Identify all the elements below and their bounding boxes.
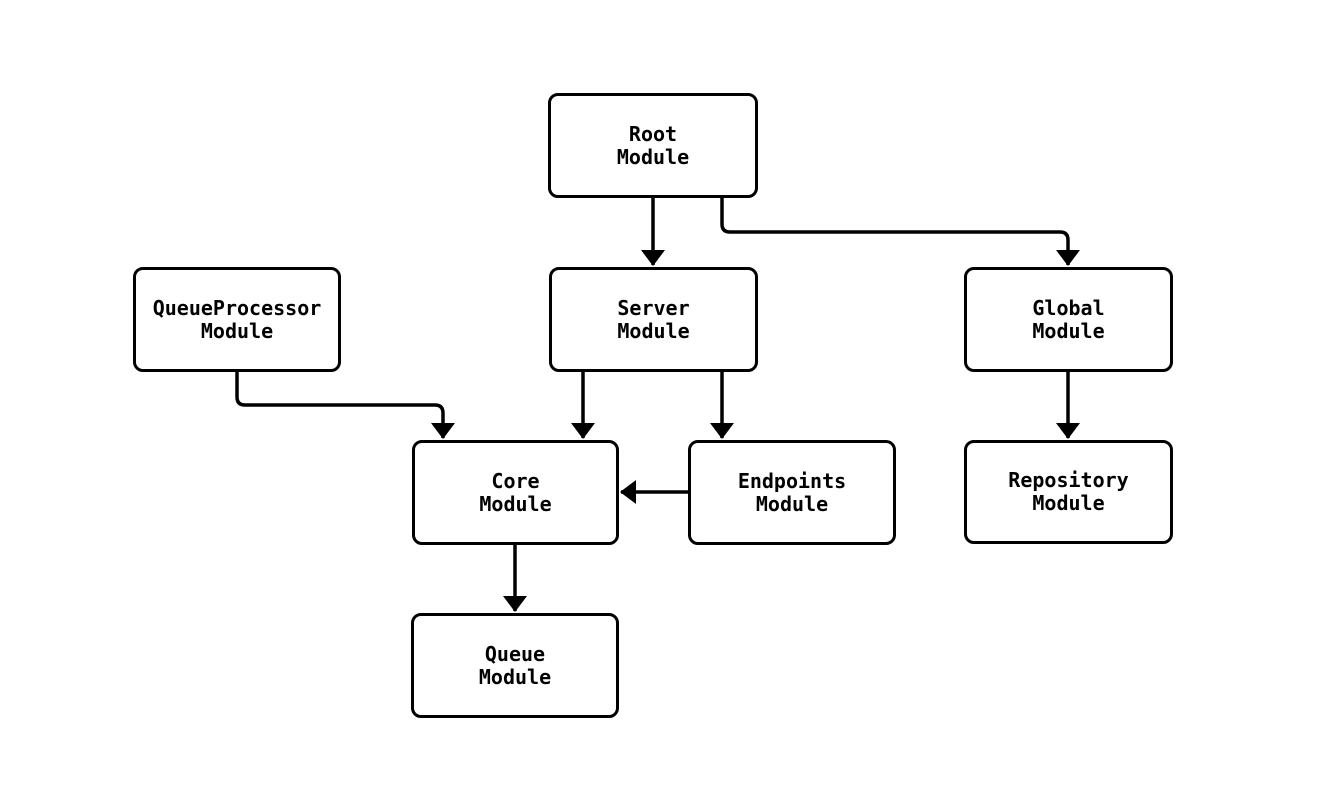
node-label-line: Repository [1008, 468, 1129, 492]
node-label-line: Core [491, 468, 540, 493]
node-label-line: Endpoints [737, 468, 847, 493]
node-label-line: QueueProcessor [152, 295, 322, 320]
node-label-line: Module [479, 491, 552, 516]
node-label-line: Module [617, 318, 690, 343]
node-label-line: Module [1032, 318, 1105, 343]
node-label-line: Queue [484, 641, 546, 666]
node-label-line: Global [1032, 295, 1105, 320]
node-label-line: Module [1032, 491, 1105, 515]
edge-root-to-global [720, 198, 1080, 266]
node-label-line: Root [628, 121, 678, 146]
node-label-line: Module [616, 144, 690, 169]
edge-queueprocessor-to-core [235, 372, 455, 439]
node-label-line: Module [755, 491, 829, 516]
node-label-line: Module [200, 318, 274, 343]
node-label-line: Module [478, 664, 552, 689]
node-label-line: Server [617, 295, 690, 320]
